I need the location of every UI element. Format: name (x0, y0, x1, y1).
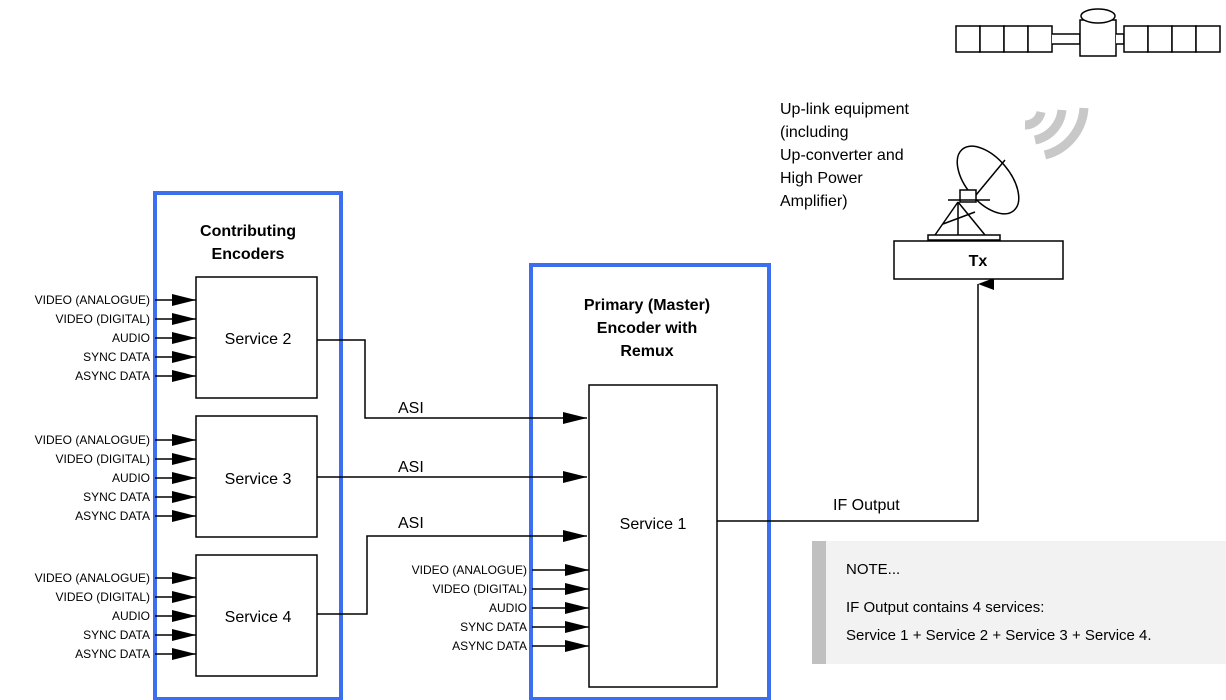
input-label: VIDEO (DIGITAL) (433, 582, 527, 596)
input-label: SYNC DATA (83, 628, 150, 642)
note-line-2: Service 1 + Service 2 + Service 3 + Serv… (846, 627, 1152, 644)
input-label: ASYNC DATA (75, 509, 150, 523)
input-label: VIDEO (ANALOGUE) (35, 571, 150, 585)
input-label: VIDEO (ANALOGUE) (35, 433, 150, 447)
input-label: VIDEO (ANALOGUE) (412, 563, 527, 577)
input-label: VIDEO (DIGITAL) (56, 452, 150, 466)
service-label: Service 3 (225, 471, 292, 488)
dish-antenna-icon (928, 135, 1031, 240)
asi-label: ASI (398, 459, 424, 476)
primary-title-line2: Encoder with (597, 320, 697, 337)
uplink-text-line2: (including (780, 124, 848, 141)
uplink-text-line3: Up-converter and (780, 147, 904, 164)
input-label: AUDIO (112, 331, 150, 345)
note-line-1: IF Output contains 4 services: (846, 599, 1044, 616)
signal-waves-icon (1025, 108, 1084, 155)
contributing-title-line1: Contributing (200, 223, 296, 240)
input-label: VIDEO (DIGITAL) (56, 312, 150, 326)
tx-label: Tx (969, 253, 988, 270)
input-label: VIDEO (DIGITAL) (56, 590, 150, 604)
contributing-title-line2: Encoders (212, 246, 285, 263)
asi-label: ASI (398, 400, 424, 417)
service-label: Service 2 (225, 331, 292, 348)
asi-connector (317, 340, 587, 418)
satellite-icon (956, 9, 1220, 56)
primary-service-box (589, 385, 717, 687)
primary-service-label: Service 1 (620, 516, 687, 533)
uplink-text-line4: High Power (780, 170, 863, 187)
input-label: SYNC DATA (83, 490, 150, 504)
input-label: AUDIO (112, 609, 150, 623)
input-label: AUDIO (489, 601, 527, 615)
input-label: ASYNC DATA (452, 639, 527, 653)
if-output-label: IF Output (833, 497, 900, 514)
input-label: ASYNC DATA (75, 647, 150, 661)
input-label: VIDEO (ANALOGUE) (35, 293, 150, 307)
input-label: SYNC DATA (83, 350, 150, 364)
asi-label: ASI (398, 515, 424, 532)
if-output-connector (717, 284, 978, 521)
primary-title-line1: Primary (Master) (584, 297, 710, 314)
input-label: SYNC DATA (460, 620, 527, 634)
input-label: AUDIO (112, 471, 150, 485)
uplink-text-line1: Up-link equipment (780, 101, 910, 118)
note-title: NOTE... (846, 561, 900, 578)
note-box: NOTE... IF Output contains 4 services: S… (812, 541, 1226, 664)
uplink-text-line5: Amplifier) (780, 193, 848, 210)
service-label: Service 4 (225, 609, 292, 626)
primary-title-line3: Remux (620, 343, 673, 360)
input-label: ASYNC DATA (75, 369, 150, 383)
